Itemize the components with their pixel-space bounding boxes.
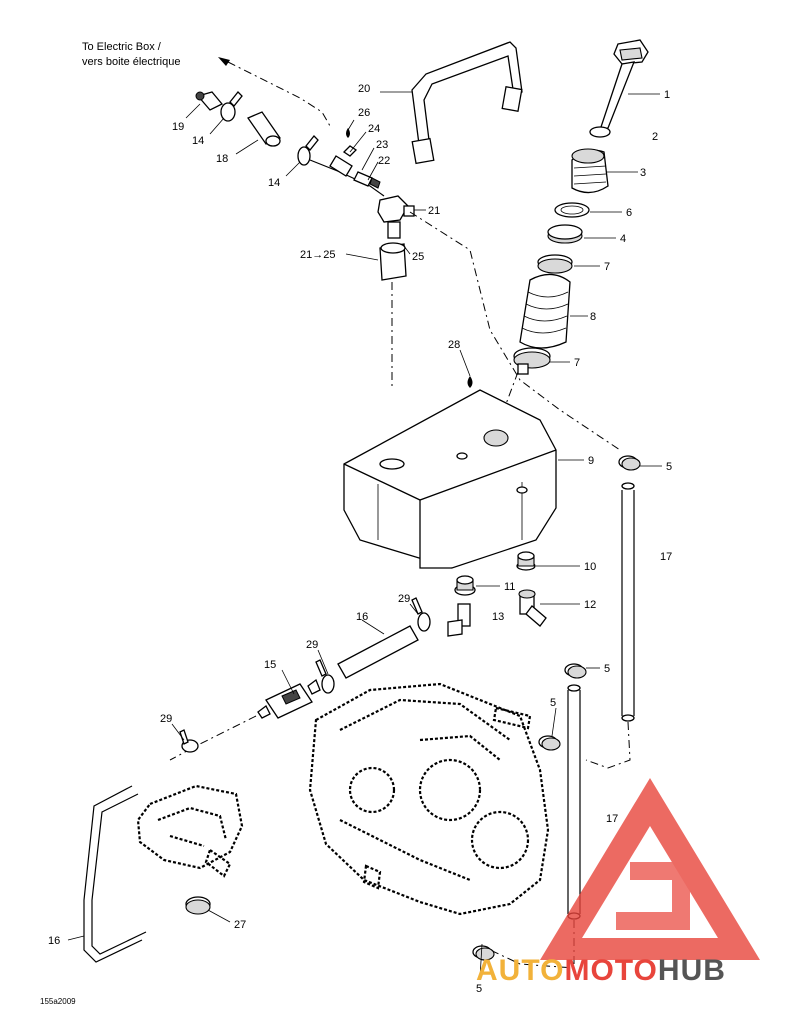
callout-5-bottom: 5 [476, 983, 482, 995]
grommet-11 [454, 575, 476, 596]
callout-labels: 1 2 3 4 6 7 8 7 9 5 17 10 11 12 13 5 5 1… [40, 83, 672, 1006]
callout-14-top: 14 [192, 135, 204, 147]
callout-8: 8 [590, 311, 596, 323]
clamp-5-engine [538, 735, 561, 751]
callout-27: 27 [234, 919, 246, 931]
callout-11: 11 [504, 581, 515, 593]
callout-18: 18 [216, 153, 228, 165]
o-ring-6 [554, 202, 590, 218]
vent-strap-20 [411, 41, 523, 165]
callout-9: 9 [588, 455, 594, 467]
clamp-27 [185, 896, 211, 915]
drop-26 [346, 128, 350, 138]
callout-17-lower: 17 [606, 813, 618, 825]
callout-4: 4 [620, 233, 626, 245]
check-valve-24 [329, 145, 358, 177]
engine-fitting-lower [362, 864, 382, 890]
callout-7-upper: 7 [604, 261, 610, 273]
callout-21-to-25: 21→25 [300, 249, 335, 261]
callout-19: 19 [172, 121, 184, 133]
callout-6: 6 [626, 207, 632, 219]
callout-13: 13 [492, 611, 504, 623]
callout-20: 20 [358, 83, 370, 95]
fuel-filter-15 [257, 678, 321, 719]
callout-2: 2 [652, 131, 658, 143]
leader-lines [67, 91, 662, 979]
callout-29-upper: 29 [398, 593, 410, 605]
tee-fitting-21 [377, 195, 415, 223]
hose-fittings-small [492, 706, 532, 730]
filler-hose-8 [519, 273, 571, 349]
nut-4 [547, 224, 583, 244]
clamp-7-upper [537, 254, 573, 274]
callout-5-tank: 5 [666, 461, 672, 473]
electric-box-arrow [218, 57, 331, 127]
clamp-29-lower [179, 729, 199, 753]
clamp-29-middle [315, 659, 335, 694]
callout-25: 25 [412, 251, 424, 263]
callout-12: 12 [584, 599, 596, 611]
vent-to-tank-line [409, 211, 621, 451]
callout-29-middle: 29 [306, 639, 318, 651]
vent-valve-25 [379, 221, 407, 281]
hose-17-top-end [621, 482, 635, 490]
callout-23: 23 [376, 139, 388, 151]
callout-3: 3 [640, 167, 646, 179]
fuel-pump [136, 784, 244, 878]
callout-24: 24 [368, 123, 380, 135]
callout-17-upper: 17 [660, 551, 672, 563]
elbow-fitting-13 [447, 603, 471, 637]
filler-neck-3 [571, 148, 609, 194]
callout-10: 10 [584, 561, 596, 573]
callout-14-bottom: 14 [268, 177, 280, 189]
watermark-text: AUTOMOTOHUB [476, 954, 726, 987]
callout-15: 15 [264, 659, 276, 671]
hose-17b-top-end [567, 684, 581, 692]
grommet-10 [516, 551, 536, 571]
clamp-29-upper [411, 597, 431, 632]
engine-block [308, 682, 550, 916]
callout-29-lower: 29 [160, 713, 172, 725]
hose-17-bottom-end [621, 714, 635, 722]
fuel-hose-16-upper [337, 625, 419, 679]
vent-valve-19 [195, 91, 224, 111]
electric-box-note-line1: To Electric Box / [82, 41, 162, 53]
watermark-logo [540, 778, 760, 960]
clamp-5-tank [618, 455, 641, 471]
callout-26: 26 [358, 107, 370, 119]
fuel-hose-16-lower [83, 785, 147, 963]
elbow-fitting-12 [518, 589, 547, 627]
callout-16-upper: 16 [356, 611, 368, 623]
electric-box-note-line2: vers boite électrique [82, 56, 180, 68]
callout-21: 21 [428, 205, 440, 217]
callout-16-lower: 16 [48, 935, 60, 947]
callout-28: 28 [448, 339, 460, 351]
figure-code: 155a2009 [40, 997, 76, 1006]
clamp-7-lower [513, 347, 551, 375]
callout-22: 22 [378, 155, 390, 167]
return-dash-line [585, 721, 631, 769]
fuel-tank-9 [343, 389, 557, 569]
hose-clamp-14-bottom [297, 135, 319, 166]
watermark: AUTOMOTOHUB [476, 778, 760, 987]
return-hose-17-upper [621, 490, 635, 716]
fitting-23-22 [353, 171, 381, 189]
clamp-5-bottom [472, 945, 495, 961]
callout-5-engine: 5 [550, 697, 556, 709]
fuel-cap-1 [589, 39, 649, 138]
callout-1: 1 [664, 89, 670, 101]
callout-5-mid: 5 [604, 663, 610, 675]
vent-hose-18 [247, 111, 281, 147]
hose-clamp-14-top [220, 91, 243, 122]
return-hose-17-lower [567, 690, 581, 914]
clamp-5-mid [564, 663, 587, 679]
drop-28 [467, 376, 473, 388]
callout-7-lower: 7 [574, 357, 580, 369]
filter-to-pump-line [169, 715, 257, 761]
